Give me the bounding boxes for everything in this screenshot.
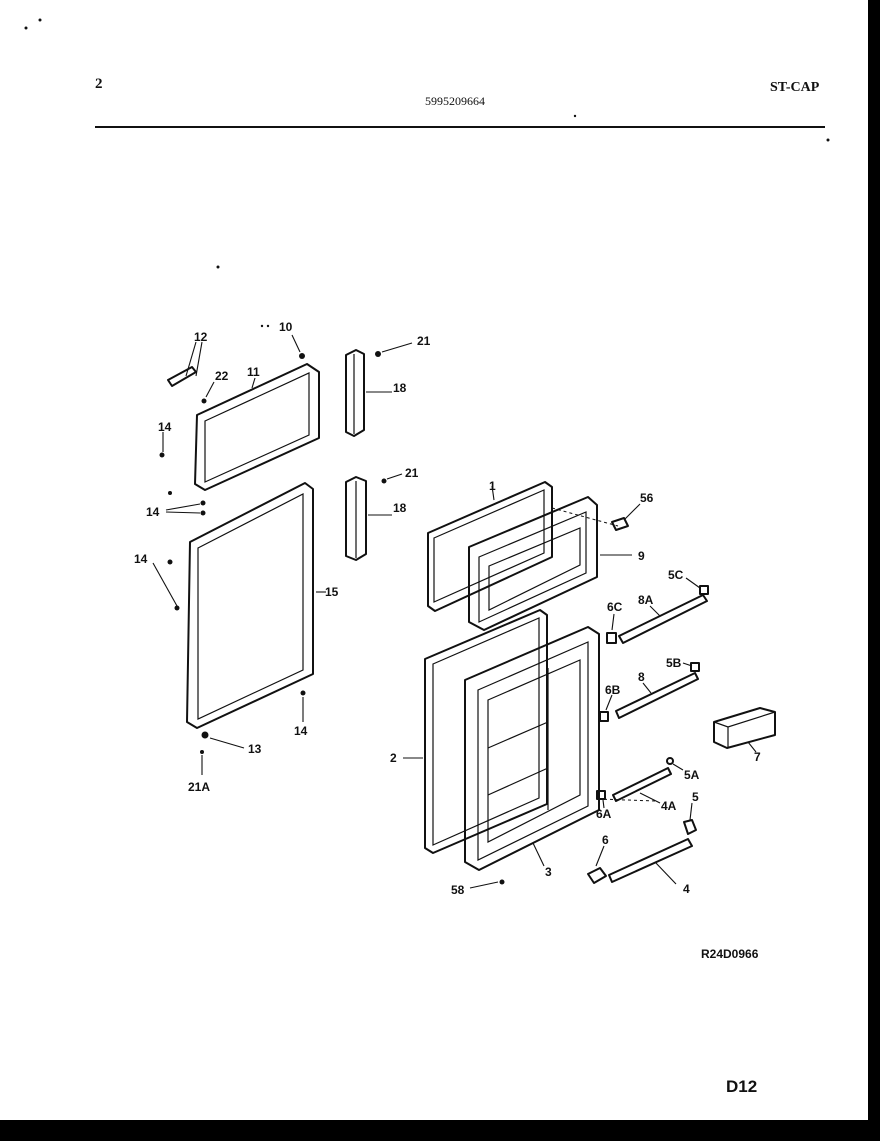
label-1: 1 <box>489 479 496 493</box>
label-14-pair: 14 <box>146 505 160 519</box>
part-12-clip <box>167 341 203 387</box>
label-5b: 5B <box>666 656 682 670</box>
label-9: 9 <box>638 549 645 563</box>
label-10: 10 <box>279 320 293 334</box>
label-22: 22 <box>215 369 229 383</box>
label-56: 56 <box>640 491 654 505</box>
model-code: ST-CAP <box>770 80 820 95</box>
label-5a: 5A <box>684 768 700 782</box>
drawing-reference-code: R24D0966 <box>701 947 759 961</box>
label-4a: 4A <box>661 799 677 813</box>
page-number: 2 <box>95 76 103 92</box>
label-2: 2 <box>390 751 397 765</box>
label-14-left: 14 <box>134 552 148 566</box>
label-18-lower: 18 <box>393 501 407 515</box>
exploded-door-diagram: 12 10 21 22 11 18 14 21 18 14 1 56 14 9 … <box>24 18 830 897</box>
part-11-small-frame <box>159 334 320 491</box>
part-9-upper-liner <box>468 496 641 631</box>
label-12: 12 <box>194 330 208 344</box>
label-3: 3 <box>545 865 552 879</box>
label-15: 15 <box>325 585 339 599</box>
label-5: 5 <box>692 790 699 804</box>
label-58: 58 <box>451 883 465 897</box>
label-6a: 6A <box>596 807 612 821</box>
label-11: 11 <box>247 365 260 379</box>
scan-specks <box>24 18 830 328</box>
part-4a-rail <box>596 757 684 809</box>
label-8: 8 <box>638 670 645 684</box>
part-1-upper-gasket <box>427 481 553 612</box>
label-18-upper: 18 <box>393 381 407 395</box>
header-rule <box>95 126 825 128</box>
label-8a: 8A <box>638 593 654 607</box>
part-8-rail <box>599 662 700 722</box>
label-13: 13 <box>248 742 262 756</box>
label-21-upper: 21 <box>417 334 431 348</box>
part-labels: 12 10 21 22 11 18 14 21 18 14 1 56 14 9 … <box>134 320 761 897</box>
label-21a: 21A <box>188 780 210 794</box>
part-3-lower-liner <box>464 626 600 889</box>
label-14-top: 14 <box>158 420 172 434</box>
label-6b: 6B <box>605 683 621 697</box>
label-6: 6 <box>602 833 609 847</box>
document-number: 5995209664 <box>425 94 485 108</box>
label-14-bottom: 14 <box>294 724 308 738</box>
part-4-rail <box>587 802 697 885</box>
label-5c: 5C <box>668 568 684 582</box>
label-4: 4 <box>683 882 690 896</box>
label-21-lower: 21 <box>405 466 419 480</box>
label-6c: 6C <box>607 600 623 614</box>
part-2-lower-gasket <box>403 609 548 854</box>
part-15-large-frame <box>152 482 326 775</box>
label-7: 7 <box>754 750 761 764</box>
parts-diagram-sheet: 2 5995209664 ST-CAP <box>0 0 868 1120</box>
part-7-trim <box>713 707 776 753</box>
part-8a-rail <box>606 577 709 644</box>
part-18-lower-hinge <box>345 473 403 561</box>
part-18-upper-hinge <box>345 342 413 437</box>
page-code: D12 <box>726 1077 758 1096</box>
